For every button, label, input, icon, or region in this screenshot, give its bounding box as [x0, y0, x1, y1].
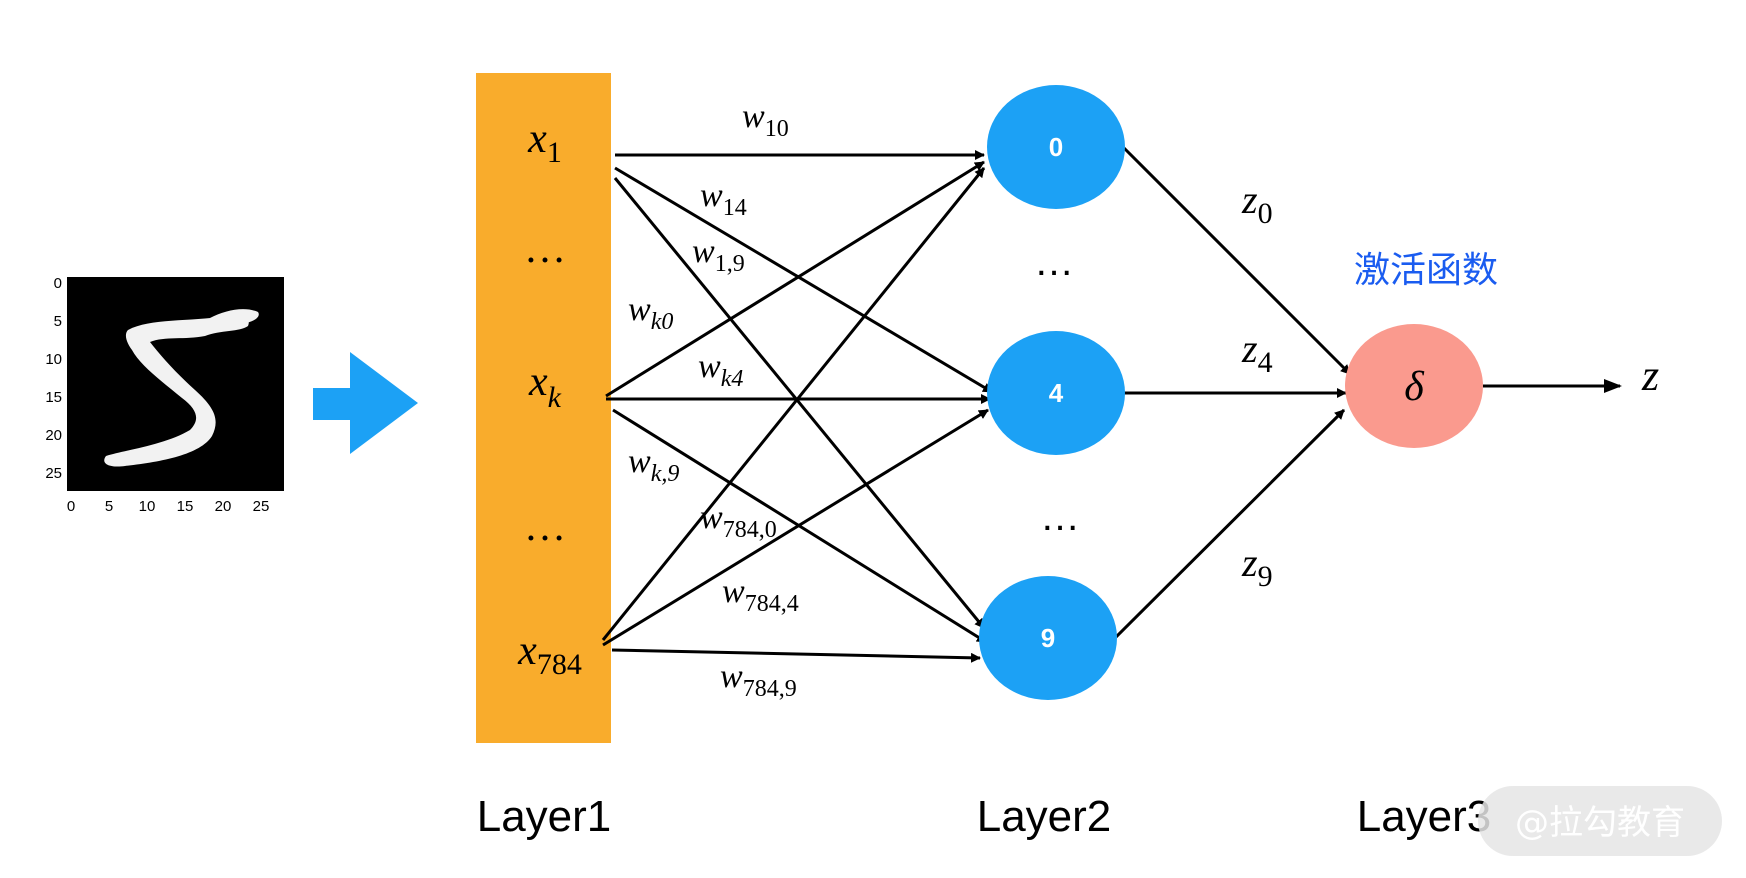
input-ellipsis-1: … — [524, 226, 566, 272]
connections — [601, 146, 1622, 663]
layer-label-1: Layer1 — [477, 792, 612, 841]
weight-label: wk0 — [628, 291, 673, 335]
input-node-xk: xk — [528, 359, 562, 414]
hidden-layer: 0 4 9 … … — [979, 85, 1125, 700]
hidden-node-4 — [987, 331, 1125, 455]
edge-n0-delta — [1122, 146, 1352, 376]
edge-x1-n4 — [614, 166, 993, 394]
layer-labels: Layer1 Layer2 Layer3 — [477, 792, 1492, 841]
hidden-node-label: 0 — [1049, 132, 1063, 162]
activation-symbol: δ — [1404, 364, 1425, 410]
layer-label-3: Layer3 — [1357, 792, 1492, 841]
input-node-x784: x784 — [517, 628, 582, 681]
mnist-x-ticks: 0 5 10 15 20 25 — [67, 498, 270, 515]
weight-label: w1,9 — [692, 233, 745, 277]
edge-x784-n4 — [602, 408, 989, 647]
x-tick: 25 — [253, 498, 270, 515]
layer-label-2: Layer2 — [977, 792, 1112, 841]
input-layer-labels: x1 … xk … x784 — [517, 116, 582, 681]
activation-label: 激活函数 — [1354, 250, 1498, 291]
watermark-text: @拉勾教育 — [1515, 803, 1685, 843]
hidden-node-label: 4 — [1049, 378, 1064, 408]
activation-node: δ 激活函数 — [1345, 250, 1498, 448]
weight-label: wk,9 — [628, 443, 679, 487]
y-tick: 5 — [54, 313, 62, 330]
mnist-digit-image: 0 5 10 15 20 25 0 5 10 15 20 25 — [45, 275, 284, 515]
hidden-node-0 — [987, 85, 1125, 209]
hidden-node-label: 9 — [1041, 623, 1055, 653]
x-tick: 20 — [215, 498, 232, 515]
y-tick: 25 — [45, 465, 62, 482]
input-arrow-icon — [313, 352, 418, 454]
y-tick: 15 — [45, 389, 62, 406]
watermark-badge — [1478, 786, 1722, 856]
hidden-node-9 — [979, 576, 1117, 700]
weight-label: w10 — [742, 98, 789, 142]
edge-x784-n0 — [601, 167, 986, 641]
edge-x784-n9 — [611, 648, 981, 663]
weight-label: wk4 — [698, 348, 743, 392]
x-tick: 0 — [67, 498, 75, 515]
weight-label: w784,0 — [700, 499, 777, 543]
y-tick: 10 — [45, 351, 62, 368]
x-tick: 15 — [177, 498, 194, 515]
input-node-x1: x1 — [527, 116, 562, 169]
activation-circle — [1345, 324, 1483, 448]
weight-label: w784,9 — [720, 658, 797, 702]
weight-label: w784,4 — [722, 573, 799, 617]
hidden-ellipsis: … — [1040, 495, 1080, 539]
output-label-z0: z0 — [1241, 177, 1273, 230]
edge-xk-n0 — [605, 160, 985, 398]
edge-n9-delta — [1113, 408, 1346, 640]
output-labels: z0 z4 z9 z — [1241, 177, 1659, 593]
input-layer-column — [476, 73, 611, 743]
y-tick: 0 — [54, 275, 62, 292]
edge-x1-n9 — [613, 177, 986, 629]
weight-label: w14 — [700, 177, 747, 221]
final-output-label: z — [1641, 351, 1659, 400]
hidden-ellipsis: … — [1034, 240, 1074, 284]
input-ellipsis-2: … — [524, 504, 566, 550]
x-tick: 5 — [105, 498, 113, 515]
output-label-z9: z9 — [1241, 540, 1273, 593]
watermark: @拉勾教育 — [1478, 786, 1722, 856]
weight-labels: w10 w14 w1,9 wk0 wk4 wk,9 w784,0 w784,4 … — [628, 98, 799, 702]
y-tick: 20 — [45, 427, 62, 444]
output-label-z4: z4 — [1241, 326, 1273, 379]
mnist-y-ticks: 0 5 10 15 20 25 — [45, 275, 62, 482]
x-tick: 10 — [139, 498, 156, 515]
